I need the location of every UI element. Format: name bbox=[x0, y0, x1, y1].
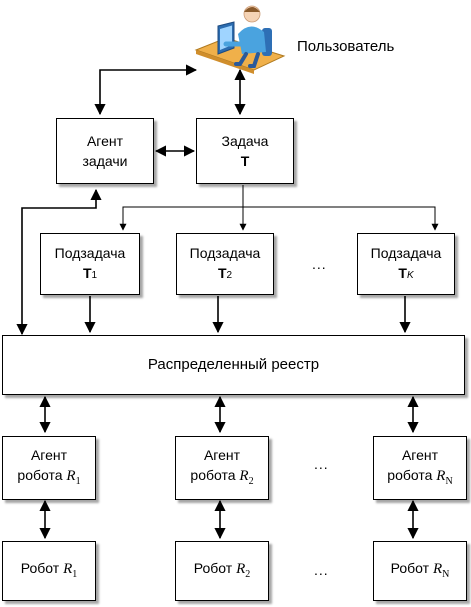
subtask-1-index: 1 bbox=[91, 269, 98, 281]
robot-2-symbol: R bbox=[236, 560, 246, 577]
robot-box-1: Робот R1 bbox=[2, 541, 96, 601]
robot-agent-box-n: Агент робота RN bbox=[373, 436, 467, 500]
task-agent-box: Агент задачи bbox=[56, 118, 154, 184]
robot-2-index: 2 bbox=[245, 568, 251, 580]
robots-ellipsis: ... bbox=[314, 562, 329, 578]
registry-label: Распределенный реестр bbox=[147, 356, 320, 373]
robot-1-index: 1 bbox=[72, 568, 78, 580]
arrows-task-to-subtasks bbox=[119, 185, 439, 231]
robot-agent-n-symbol: R bbox=[436, 467, 446, 484]
robot-agent-n-index: N bbox=[445, 475, 453, 487]
robot-agent-box-2: Агент робота R2 bbox=[175, 436, 269, 500]
subtask-2-line1: Подзадача bbox=[189, 244, 261, 261]
task-box: Задача T bbox=[196, 118, 294, 184]
task-line1: Задача bbox=[221, 133, 269, 149]
subtask-1-line1: Подзадача bbox=[54, 244, 126, 261]
subtask-2-index: 2 bbox=[226, 269, 233, 281]
robot-agent-2-line2: робота bbox=[190, 466, 236, 483]
robot-agent-box-1: Агент робота R1 bbox=[2, 436, 96, 500]
robot-agent-1-symbol: R bbox=[66, 467, 76, 484]
robot-box-2: Робот R2 bbox=[175, 541, 269, 601]
robot-agent-2-index: 2 bbox=[248, 475, 254, 487]
robot-1-symbol: R bbox=[63, 560, 73, 577]
robot-n-label: Робот bbox=[390, 559, 430, 576]
user-label: Пользователь bbox=[297, 38, 395, 55]
robot-agent-1-line1: Агент bbox=[30, 446, 68, 463]
subtask-box-k: Подзадача TK bbox=[357, 233, 455, 295]
task-agent-line1: Агент bbox=[86, 133, 124, 149]
user-at-computer-icon bbox=[194, 5, 286, 74]
robot-agent-2-line1: Агент bbox=[203, 446, 241, 463]
subtask-k-index: K bbox=[406, 269, 414, 281]
robot-agent-n-line2: робота bbox=[387, 466, 433, 483]
task-symbol: T bbox=[240, 153, 250, 169]
subtask-box-2: Подзадача T2 bbox=[176, 233, 274, 295]
subtask-k-symbol: T bbox=[398, 264, 407, 281]
arrow-registry-task-agent bbox=[16, 188, 102, 336]
arrow-user-task-agent bbox=[94, 64, 198, 116]
robot-box-n: Робот RN bbox=[373, 541, 467, 601]
distributed-registry-box: Распределенный реестр bbox=[2, 335, 465, 395]
subtask-2-symbol: T bbox=[217, 264, 227, 281]
robot-n-symbol: R bbox=[432, 560, 443, 577]
subtask-1-symbol: T bbox=[82, 264, 92, 281]
robot-2-label: Робот bbox=[193, 559, 233, 576]
subtask-box-1: Подзадача T1 bbox=[40, 233, 140, 295]
robot-n-index: N bbox=[442, 568, 450, 580]
robot-agents-ellipsis: ... bbox=[314, 456, 329, 472]
robot-agent-n-line1: Агент bbox=[401, 446, 439, 463]
robot-1-label: Робот bbox=[20, 559, 60, 576]
subtasks-ellipsis: ... bbox=[312, 256, 327, 272]
robot-agent-2-symbol: R bbox=[239, 467, 249, 484]
task-agent-line2: задачи bbox=[82, 153, 128, 169]
subtask-k-line1: Подзадача bbox=[370, 244, 442, 261]
robot-agent-1-line2: робота bbox=[17, 466, 63, 483]
robot-agent-1-index: 1 bbox=[75, 475, 81, 487]
